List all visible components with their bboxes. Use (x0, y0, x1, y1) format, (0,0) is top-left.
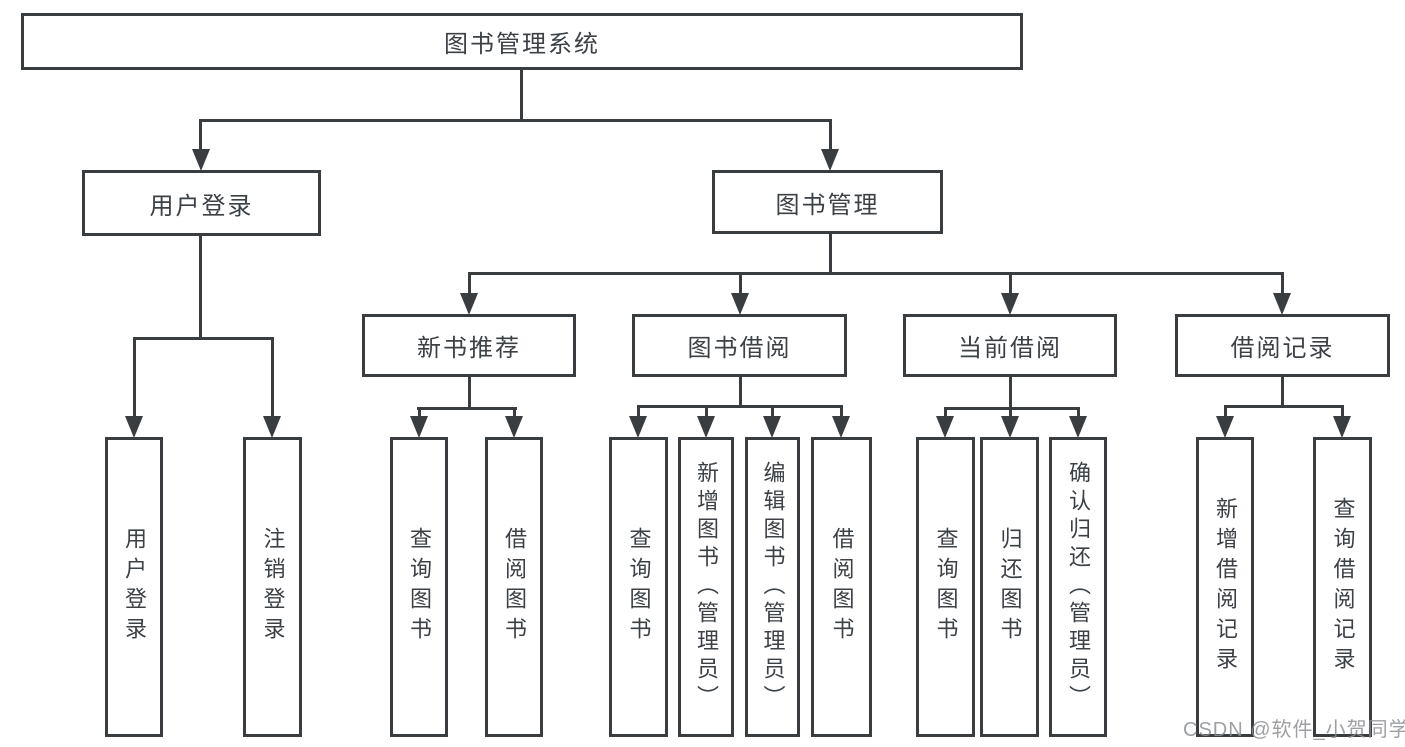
node-leaf-confirm-return-admin-label: 确认归还（管理员） (1066, 461, 1091, 713)
node-leaf-query-books-recommend: 查询图书 (390, 437, 448, 737)
connector-line (1341, 405, 1344, 421)
node-leaf-edit-book-admin-label: 编辑图书（管理员） (760, 461, 786, 713)
arrow-down-icon (192, 149, 210, 171)
connector-line (1009, 407, 1012, 421)
arrow-down-icon (460, 293, 478, 315)
node-leaf-user-login-label: 用户登录 (122, 527, 147, 647)
arrow-down-icon (1001, 416, 1019, 438)
arrow-down-icon (505, 416, 523, 438)
node-leaf-add-borrow-record: 新增借阅记录 (1196, 437, 1254, 737)
connector-line (468, 272, 1284, 275)
connector-line (829, 119, 832, 153)
connector-line (417, 407, 517, 410)
node-leaf-borrow-books-borrowing-label: 借阅图书 (829, 527, 855, 647)
arrow-down-icon (821, 149, 839, 171)
connector-line (840, 405, 843, 421)
connector-line (199, 119, 832, 122)
connector-line (829, 233, 832, 275)
connector-line (520, 68, 523, 122)
arrow-down-icon (1069, 416, 1087, 438)
arrow-down-icon (263, 416, 281, 438)
connector-line (271, 337, 274, 421)
connector-line (418, 407, 421, 421)
node-borrowing-records-label: 借阅记录 (1230, 335, 1335, 362)
arrow-down-icon (1273, 293, 1291, 315)
connector-line (133, 337, 274, 340)
connector-line (1077, 407, 1080, 421)
node-root: 图书管理系统 (21, 13, 1023, 70)
node-leaf-add-book-admin: 新增图书（管理员） (678, 437, 734, 737)
node-leaf-logout-label: 注销登录 (260, 527, 286, 647)
node-user-login: 用户登录 (82, 170, 321, 236)
connector-line (944, 407, 947, 421)
connector-line (468, 272, 471, 298)
arrow-down-icon (1001, 293, 1019, 315)
node-book-management: 图书管理 (712, 170, 943, 234)
connector-line (468, 376, 471, 410)
connector-line (1224, 405, 1344, 408)
connector-line (1281, 272, 1284, 298)
node-leaf-borrow-books-borrowing: 借阅图书 (811, 437, 872, 737)
watermark-text: CSDN @软件_小贺同学 (1183, 719, 1405, 741)
arrow-down-icon (763, 416, 781, 438)
node-leaf-user-login: 用户登录 (105, 437, 163, 737)
connector-line (739, 272, 742, 298)
node-leaf-borrow-books-recommend: 借阅图书 (485, 437, 543, 737)
node-leaf-borrow-books-recommend-label: 借阅图书 (502, 527, 527, 647)
node-leaf-query-books-current: 查询图书 (916, 437, 975, 737)
connector-line (513, 407, 516, 421)
connector-line (199, 235, 202, 340)
node-leaf-logout: 注销登录 (243, 437, 302, 737)
connector-line (705, 405, 708, 421)
connector-line (1009, 376, 1012, 410)
arrow-down-icon (410, 416, 428, 438)
connector-line (944, 407, 1080, 410)
node-book-management-label: 图书管理 (775, 191, 880, 219)
node-leaf-confirm-return-admin: 确认归还（管理员） (1049, 437, 1107, 737)
node-leaf-add-borrow-record-label: 新增借阅记录 (1213, 497, 1238, 677)
connector-line (1224, 405, 1227, 421)
arrow-down-icon (1333, 416, 1351, 438)
node-leaf-query-books-current-label: 查询图书 (933, 527, 959, 647)
connector-line (771, 405, 774, 421)
node-book-borrowing-label: 图书借阅 (687, 335, 792, 362)
node-root-label: 图书管理系统 (444, 31, 600, 58)
node-book-borrowing: 图书借阅 (632, 314, 847, 377)
connector-line (1281, 376, 1284, 408)
arrow-down-icon (125, 416, 143, 438)
node-leaf-query-books-recommend-label: 查询图书 (407, 527, 432, 647)
arrow-down-icon (1216, 416, 1234, 438)
node-new-book-recommendation-label: 新书推荐 (417, 335, 521, 362)
arrow-down-icon (936, 416, 954, 438)
node-leaf-edit-book-admin: 编辑图书（管理员） (745, 437, 800, 737)
node-leaf-query-books-borrowing-label: 查询图书 (626, 527, 652, 647)
node-leaf-query-borrow-record-label: 查询借阅记录 (1330, 497, 1356, 677)
arrow-down-icon (731, 293, 749, 315)
node-current-borrowing: 当前借阅 (903, 314, 1117, 377)
arrow-down-icon (832, 416, 850, 438)
node-leaf-return-book: 归还图书 (980, 437, 1039, 737)
node-borrowing-records: 借阅记录 (1175, 314, 1390, 377)
arrow-down-icon (697, 416, 715, 438)
node-user-login-label: 用户登录 (149, 192, 254, 220)
node-leaf-add-book-admin-label: 新增图书（管理员） (694, 461, 719, 713)
connector-line (637, 405, 640, 421)
connector-line (133, 337, 136, 421)
connector-line (739, 376, 742, 408)
node-leaf-query-borrow-record: 查询借阅记录 (1313, 437, 1372, 737)
node-leaf-query-books-borrowing: 查询图书 (609, 437, 668, 737)
node-current-borrowing-label: 当前借阅 (958, 335, 1062, 362)
node-new-book-recommendation: 新书推荐 (362, 314, 576, 377)
connector-line (637, 405, 843, 408)
node-leaf-return-book-label: 归还图书 (997, 527, 1023, 647)
connector-line (199, 119, 202, 153)
connector-line (1009, 272, 1012, 298)
arrow-down-icon (629, 416, 647, 438)
